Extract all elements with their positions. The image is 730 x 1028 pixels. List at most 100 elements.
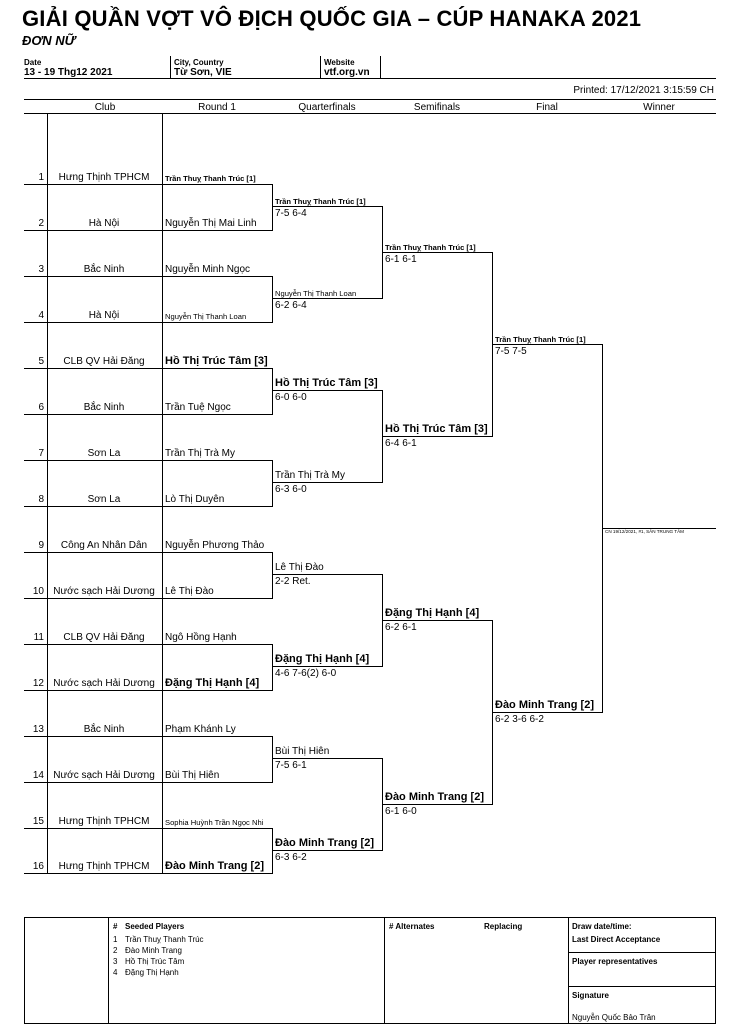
club-name: CLB QV Hải Đăng	[63, 632, 145, 643]
column-final: Final	[536, 102, 558, 113]
round1-player: Sophia Huỳnh Trần Ngọc Nhi	[165, 818, 264, 827]
round1-player: Trần Thuỵ Thanh Trúc [1]	[165, 174, 256, 183]
draw-position: 16	[32, 861, 44, 872]
round1-player: Nguyễn Thị Thanh Loan	[165, 312, 247, 321]
qf-score: 7-5 6-1	[275, 760, 307, 771]
club-name: Nước sạch Hải Dương	[53, 678, 155, 689]
round1-player: Phạm Khánh Ly	[165, 724, 236, 735]
draw-position: 15	[32, 816, 44, 827]
last-direct-acceptance-label: Last Direct Acceptance	[572, 935, 661, 944]
club-name: Hà Nội	[88, 218, 120, 229]
draw-position: 7	[38, 448, 44, 459]
column-winner: Winner	[643, 102, 675, 113]
qf-winner: Đào Minh Trang [2]	[275, 837, 374, 849]
event-subtitle: ĐƠN NỮ	[22, 33, 76, 48]
draw-position: 3	[38, 264, 44, 275]
column-club: Club	[94, 102, 116, 113]
seeded-hash: #	[113, 922, 118, 931]
draw-datetime-label: Draw date/time:	[572, 922, 632, 931]
column-round1: Round 1	[198, 102, 236, 113]
round1-player: Nguyễn Phương Thảo	[165, 540, 265, 551]
seed-name: Trần Thuỵ Thanh Trúc	[125, 935, 204, 944]
draw-position: 10	[32, 586, 44, 597]
sf-score: 6-1 6-0	[385, 806, 417, 817]
club-name: Công An Nhân Dân	[60, 540, 148, 551]
round1-player: Hồ Thị Trúc Tâm [3]	[165, 355, 268, 367]
qf-winner: Trần Thuỵ Thanh Trúc [1]	[275, 197, 366, 206]
city-value: Từ Sơn, VIE	[174, 67, 232, 78]
qf-winner: Lê Thị Đào	[275, 562, 324, 573]
seed-name: Đặng Thị Hạnh	[125, 968, 179, 977]
signer-name: Nguyễn Quốc Bảo Trân	[572, 1013, 656, 1022]
qf-winner: Bùi Thị Hiên	[275, 746, 330, 757]
draw-position: 9	[38, 540, 44, 551]
column-semifinals: Semifinals	[413, 102, 461, 113]
draw-position: 11	[33, 632, 44, 643]
website-label: Website	[324, 58, 355, 67]
final-winner: Đào Minh Trang [2]	[495, 699, 594, 711]
seed-number: 4	[113, 968, 118, 977]
draw-position: 4	[38, 310, 44, 321]
qf-score: 6-2 6-4	[275, 300, 307, 311]
date-value: 13 - 19 Thg12 2021	[24, 67, 113, 78]
round1-player: Lê Thị Đào	[165, 586, 214, 597]
seed-number: 2	[113, 946, 118, 955]
seed-name: Hồ Thị Trúc Tâm	[125, 957, 185, 966]
draw-position: 5	[38, 356, 44, 367]
sf-winner: Trần Thuỵ Thanh Trúc [1]	[385, 243, 476, 252]
qf-score: 6-3 6-0	[275, 484, 307, 495]
qf-winner: Đặng Thị Hạnh [4]	[275, 653, 370, 665]
website-value: vtf.org.vn	[324, 67, 370, 78]
final-schedule-note: CN 19/12/2021, #1, SÂN TRUNG TÂM	[605, 529, 684, 534]
qf-score: 6-3 6-2	[275, 852, 307, 863]
club-name: Nước sạch Hải Dương	[53, 586, 155, 597]
draw-position: 2	[38, 218, 44, 229]
seed-name: Đào Minh Trang	[125, 946, 182, 955]
club-name: Hưng Thịnh TPHCM	[58, 172, 150, 183]
column-quarterfinals: Quarterfinals	[298, 102, 356, 113]
draw-position: 13	[32, 724, 44, 735]
round1-player: Nguyễn Minh Ngọc	[165, 264, 251, 275]
club-name: Hưng Thịnh TPHCM	[58, 816, 150, 827]
final-score: 7-5 7-5	[495, 346, 527, 357]
draw-position: 1	[38, 172, 44, 183]
seed-number: 3	[113, 957, 118, 966]
sf-winner: Đặng Thị Hạnh [4]	[385, 607, 480, 619]
round1-player: Nguyễn Thị Mai Linh	[165, 218, 257, 229]
round1-player: Đào Minh Trang [2]	[165, 860, 264, 872]
club-name: Bắc Ninh	[83, 724, 125, 735]
city-label: City, Country	[174, 58, 224, 67]
club-name: Hưng Thịnh TPHCM	[58, 861, 150, 872]
club-name: Hà Nội	[88, 310, 120, 321]
qf-score: 7-5 6-4	[275, 208, 307, 219]
sf-score: 6-1 6-1	[385, 254, 417, 265]
draw-position: 14	[32, 770, 44, 781]
draw-position: 8	[38, 494, 44, 505]
qf-winner: Nguyễn Thị Thanh Loan	[275, 289, 357, 298]
alternates-title: # Alternates	[389, 922, 435, 931]
page-title: GIẢI QUẦN VỢT VÔ ĐỊCH QUỐC GIA – CÚP HAN…	[22, 6, 642, 31]
player-representatives-label: Player representatives	[572, 957, 658, 966]
club-name: Sơn La	[87, 448, 121, 459]
club-name: Sơn La	[87, 494, 121, 505]
round1-player: Lò Thị Duyên	[165, 494, 225, 505]
round1-player: Trần Tuệ Ngọc	[165, 402, 231, 413]
replacing-title: Replacing	[484, 922, 523, 931]
club-name: Bắc Ninh	[83, 402, 125, 413]
draw-position: 12	[32, 678, 44, 689]
qf-score: 2-2 Ret.	[275, 576, 311, 587]
signature-label: Signature	[572, 991, 609, 1000]
club-name: Bắc Ninh	[83, 264, 125, 275]
draw-position: 6	[38, 402, 44, 413]
printed-timestamp: Printed: 17/12/2021 3:15:59 CH	[573, 85, 714, 96]
qf-winner: Hồ Thị Trúc Tâm [3]	[275, 377, 378, 389]
sf-score: 6-2 6-1	[385, 622, 417, 633]
qf-score: 4-6 7-6(2) 6-0	[275, 668, 337, 679]
round1-player: Bùi Thị Hiên	[165, 770, 220, 781]
club-name: Nước sạch Hải Dương	[53, 770, 155, 781]
qf-winner: Trần Thị Trà My	[275, 470, 346, 481]
sf-winner: Đào Minh Trang [2]	[385, 791, 484, 803]
date-label: Date	[24, 58, 42, 67]
seed-number: 1	[113, 935, 118, 944]
